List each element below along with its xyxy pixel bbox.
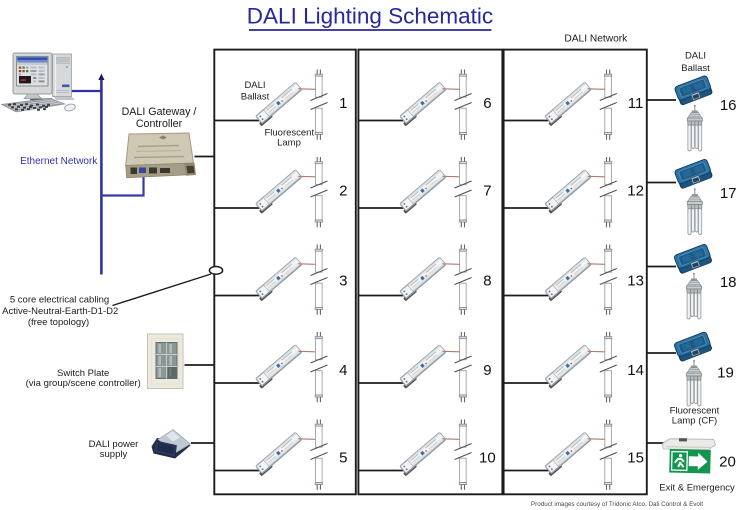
svg-text:Lamp: Lamp xyxy=(277,137,301,148)
svg-text:DALI Lighting Schematic: DALI Lighting Schematic xyxy=(247,4,493,29)
svg-text:5: 5 xyxy=(339,450,347,467)
svg-text:DALI Network: DALI Network xyxy=(564,34,628,45)
svg-text:1: 1 xyxy=(339,95,347,112)
svg-text:Ballast: Ballast xyxy=(681,63,710,74)
svg-text:DALI power: DALI power xyxy=(89,439,139,450)
svg-text:DALI: DALI xyxy=(685,51,706,62)
svg-text:15: 15 xyxy=(627,450,644,467)
svg-text:4: 4 xyxy=(339,362,347,379)
svg-text:6: 6 xyxy=(483,95,491,112)
svg-text:Ballast: Ballast xyxy=(241,92,270,103)
svg-text:13: 13 xyxy=(627,273,644,290)
svg-text:DALI: DALI xyxy=(244,80,265,91)
svg-text:Controller: Controller xyxy=(136,118,183,130)
svg-text:Active-Neutral-Earth-D1-D2: Active-Neutral-Earth-D1-D2 xyxy=(2,306,118,317)
svg-text:20: 20 xyxy=(719,453,736,470)
svg-text:11: 11 xyxy=(628,95,644,112)
svg-text:18: 18 xyxy=(720,274,736,291)
svg-text:Product images courtesy of Tri: Product images courtesy of Tridonic Atco… xyxy=(531,501,703,508)
svg-text:Ethernet Network: Ethernet Network xyxy=(20,156,98,167)
svg-text:12: 12 xyxy=(627,183,644,200)
svg-text:17: 17 xyxy=(720,185,736,202)
svg-text:8: 8 xyxy=(483,273,491,290)
svg-text:10: 10 xyxy=(479,450,496,467)
svg-text:14: 14 xyxy=(627,362,644,379)
svg-text:Switch Plate: Switch Plate xyxy=(57,368,109,379)
svg-text:Exit & Emergency: Exit & Emergency xyxy=(659,482,735,493)
svg-text:19: 19 xyxy=(717,365,734,382)
svg-text:Lamp (CF): Lamp (CF) xyxy=(672,416,717,427)
svg-text:2: 2 xyxy=(339,183,347,200)
svg-text:DALI Gateway /: DALI Gateway / xyxy=(122,106,197,118)
svg-text:(free topology): (free topology) xyxy=(28,317,89,328)
svg-text:supply: supply xyxy=(100,449,128,460)
svg-text:16: 16 xyxy=(720,97,736,114)
svg-text:Fluorescent: Fluorescent xyxy=(670,405,720,416)
svg-text:9: 9 xyxy=(483,362,491,379)
svg-text:3: 3 xyxy=(339,273,347,290)
svg-text:Fluorescent: Fluorescent xyxy=(264,128,314,139)
svg-text:(via group/scene controller): (via group/scene controller) xyxy=(26,378,141,389)
svg-text:7: 7 xyxy=(483,183,491,200)
svg-text:5 core electrical cabling: 5 core electrical cabling xyxy=(10,295,109,306)
